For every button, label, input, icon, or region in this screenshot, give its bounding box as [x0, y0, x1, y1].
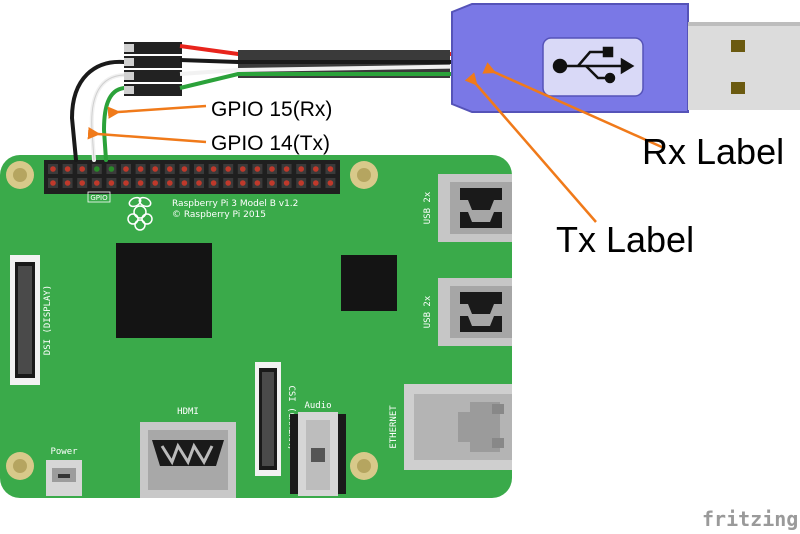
usb-serial-adapter: [452, 4, 800, 112]
gpio-pin: [65, 180, 71, 186]
gpio-pin: [79, 166, 85, 172]
callout-gpio14: GPIO 14(Tx): [211, 132, 330, 155]
gpio-pin: [182, 166, 188, 172]
gpio-pin: [109, 180, 115, 186]
ethernet-port: [404, 384, 512, 470]
gpio-pin: [225, 166, 231, 172]
callout-rx-label: Rx Label: [642, 131, 784, 172]
fritzing-watermark: fritzing: [702, 507, 798, 531]
ethernet-label: ETHERNET: [389, 405, 399, 449]
hdmi-port: [140, 422, 236, 498]
callout-tx-label: Tx Label: [556, 219, 694, 260]
gpio-pin: [196, 180, 202, 186]
audio-jack: [290, 412, 346, 496]
board-model-text: Raspberry Pi 3 Model B v1.2: [172, 199, 298, 209]
jumper-pin: [124, 72, 134, 80]
jumper-pin: [124, 58, 134, 66]
gpio-pin: [313, 166, 319, 172]
gpio-pin: [328, 166, 334, 172]
wire-green: [104, 88, 124, 160]
gpio-pin: [255, 166, 261, 172]
gpio-pin: [167, 166, 173, 172]
gpio-pin: [123, 180, 129, 186]
gpio-pin: [328, 180, 334, 186]
gpio-pin: [225, 180, 231, 186]
gpio-pin: [123, 166, 129, 172]
gpio-pin: [255, 180, 261, 186]
soc-chip: [116, 243, 212, 338]
gpio-pin: [269, 180, 275, 186]
gpio-pin: [167, 180, 173, 186]
lan-chip: [341, 255, 397, 311]
gpio-pin: [152, 166, 158, 172]
gpio-pin: [298, 180, 304, 186]
gpio-pin: [240, 180, 246, 186]
hdmi-label: HDMI: [177, 407, 199, 417]
gpio-pin: [269, 166, 275, 172]
gpio-pin: [138, 180, 144, 186]
dsi-label: DSI (DISPLAY): [43, 285, 53, 355]
jumper-pin: [124, 44, 134, 52]
gpio-pin: [284, 166, 290, 172]
gpio-pin: [284, 180, 290, 186]
usb-bottom-label: USB 2x: [423, 295, 433, 328]
gpio-pin: [211, 166, 217, 172]
gpio-pin: [94, 166, 100, 172]
arrow-gpio15: [118, 106, 206, 112]
power-port: [46, 460, 82, 496]
arrow-gpio14: [98, 134, 206, 142]
gpio-pin: [313, 180, 319, 186]
gpio-pin: [152, 180, 158, 186]
power-label: Power: [50, 447, 78, 457]
dsi-connector: [10, 255, 40, 385]
gpio-label: GPIO: [90, 194, 108, 202]
gpio-pin: [182, 180, 188, 186]
gpio-pin: [79, 180, 85, 186]
gpio-pin: [138, 166, 144, 172]
gpio-pin: [109, 166, 115, 172]
usb-top-label: USB 2x: [423, 191, 433, 224]
board-copyright-text: © Raspberry Pi 2015: [172, 210, 266, 220]
gpio-pin: [50, 180, 56, 186]
gpio-pin: [240, 166, 246, 172]
gpio-pin: [94, 180, 100, 186]
gpio-pin: [298, 166, 304, 172]
gpio-pin: [196, 166, 202, 172]
gpio-pin: [211, 180, 217, 186]
callout-gpio15: GPIO 15(Rx): [211, 98, 332, 121]
usb-cable: [180, 46, 490, 88]
gpio-pin: [65, 166, 71, 172]
usb-port-top: [438, 174, 512, 242]
audio-label: Audio: [304, 401, 331, 411]
gpio-pin: [50, 166, 56, 172]
raspberry-pi-board: GPIO Raspberry Pi 3 Model B v1.2 © Raspb…: [0, 155, 512, 498]
csi-connector: [255, 362, 281, 476]
jumper-pin: [124, 86, 134, 94]
usb-port-bottom: [438, 278, 512, 346]
gpio-header: [44, 160, 340, 194]
jumper-wires: [72, 62, 124, 160]
jumper-connectors: [124, 42, 182, 96]
